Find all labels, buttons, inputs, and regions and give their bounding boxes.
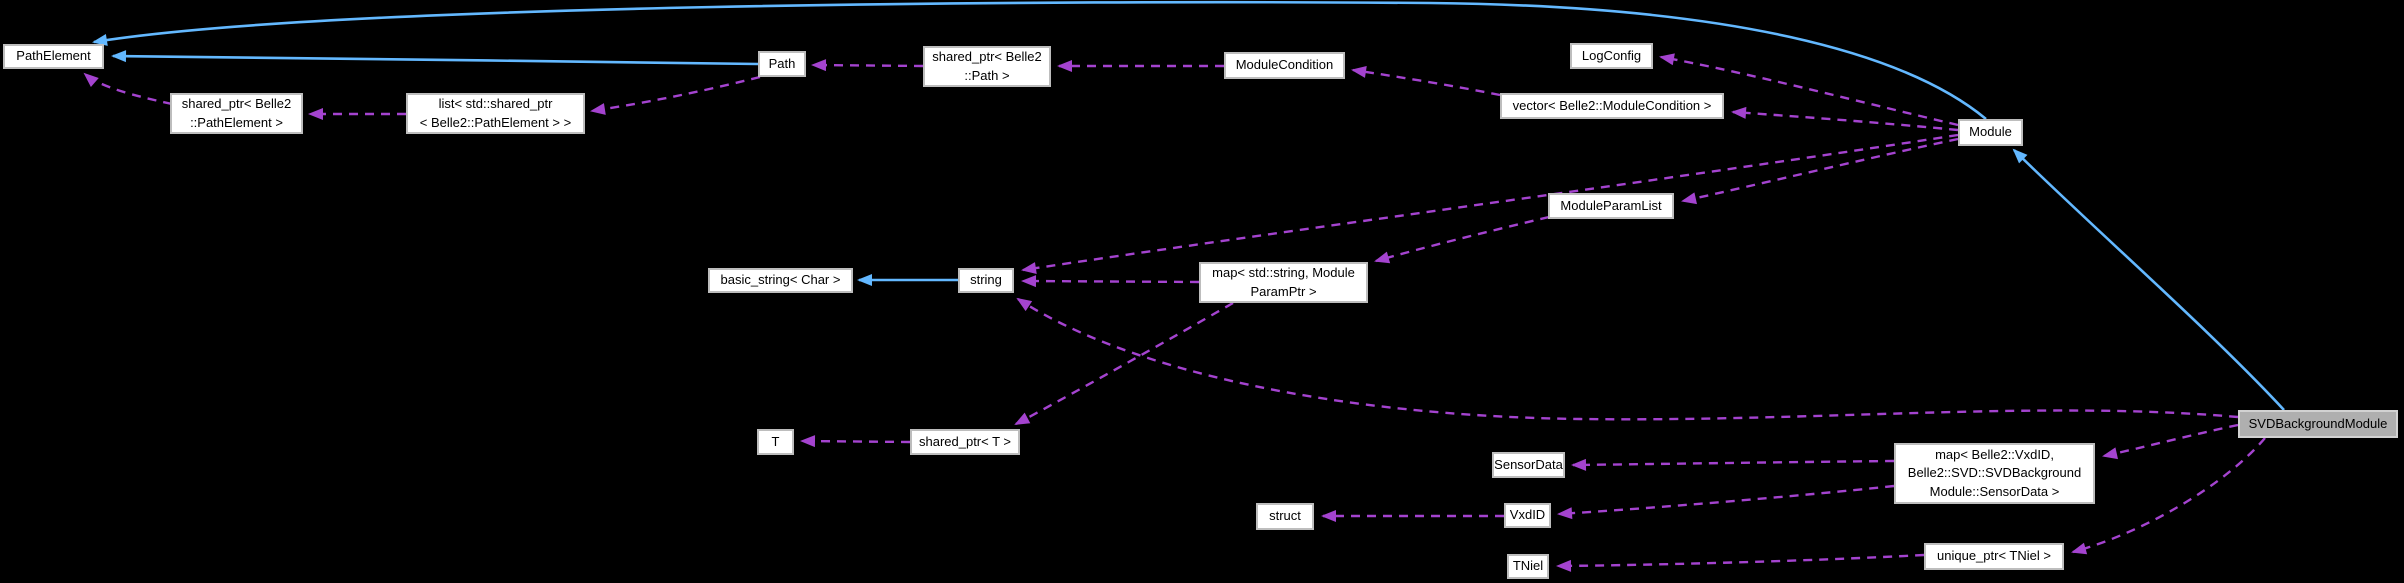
node-path[interactable]: Path xyxy=(758,51,806,77)
edge-uniqueptrtniel-uses-tniel xyxy=(1556,553,1925,572)
edge-map-uses-sharedptrt xyxy=(1014,301,1234,426)
edge-svdbackgroundmodule-uses-mapvxdid xyxy=(2102,423,2239,460)
node-vxdid-label: VxdID xyxy=(1509,507,1546,523)
node-shared-ptr-t[interactable]: shared_ptr< T > xyxy=(910,429,1020,455)
edge-moduleparamlist-uses-map xyxy=(1374,215,1550,264)
node-pathelement[interactable]: PathElement xyxy=(3,44,104,69)
edge-map-uses-string xyxy=(1021,275,1200,288)
node-map-string-moduleparamptr[interactable]: map< std::string, Module ParamPtr > xyxy=(1199,262,1368,303)
node-logconfig[interactable]: LogConfig xyxy=(1570,43,1653,69)
node-vector-modulecondition-label: vector< Belle2::ModuleCondition > xyxy=(1512,97,1712,113)
edge-sharedptrpath-uses-path xyxy=(811,59,924,72)
edge-vector-uses-modulecondition xyxy=(1351,65,1501,97)
edge-path-inherits-pathelement xyxy=(111,50,759,66)
node-sensordata[interactable]: SensorData xyxy=(1492,452,1565,478)
node-modulecondition-label: ModuleCondition xyxy=(1235,57,1334,73)
node-map-string-moduleparamptr-label: map< std::string, Module ParamPtr > xyxy=(1212,265,1355,299)
edge-module-uses-moduleparamlist xyxy=(1681,137,1959,205)
node-unique-ptr-tniel[interactable]: unique_ptr< TNiel > xyxy=(1924,543,2064,570)
edge-module-inherits-pathelement xyxy=(92,0,1987,121)
node-module[interactable]: Module xyxy=(1958,119,2023,146)
node-svdbackgroundmodule-label: SVDBackgroundModule xyxy=(2248,415,2388,431)
node-module-label: Module xyxy=(1969,124,2012,140)
node-tniel[interactable]: TNiel xyxy=(1507,554,1549,579)
node-modulecondition[interactable]: ModuleCondition xyxy=(1224,52,1345,79)
node-path-label: Path xyxy=(768,55,796,71)
node-string[interactable]: string xyxy=(958,268,1014,293)
node-list-shared-ptr-pathelement-label: list< std::shared_ptr < Belle2::PathElem… xyxy=(419,96,572,130)
edge-sharedptrt-uses-t xyxy=(800,435,911,448)
edge-mapvxdid-uses-vxdid xyxy=(1557,484,1895,520)
node-vector-modulecondition[interactable]: vector< Belle2::ModuleCondition > xyxy=(1500,93,1724,119)
node-shared-ptr-path[interactable]: shared_ptr< Belle2 ::Path > xyxy=(923,46,1051,87)
node-list-shared-ptr-pathelement[interactable]: list< std::shared_ptr < Belle2::PathElem… xyxy=(406,93,585,134)
node-t[interactable]: T xyxy=(757,429,794,455)
edge-mapvxdid-uses-sensordata xyxy=(1571,458,1895,471)
node-logconfig-label: LogConfig xyxy=(1581,47,1642,63)
node-shared-ptr-pathelement-label: shared_ptr< Belle2 ::PathElement > xyxy=(181,96,292,130)
node-map-vxdid-sensordata[interactable]: map< Belle2::VxdID, Belle2::SVD::SVDBack… xyxy=(1894,443,2095,504)
node-moduleparamlist-label: ModuleParamList xyxy=(1560,197,1662,213)
edge-module-uses-logconfig xyxy=(1659,53,1959,127)
edge-module-uses-vector xyxy=(1731,106,1959,132)
edge-sharedptrpathelement-uses-pathelement xyxy=(83,72,173,106)
edge-svdbackgroundmodule-uses-string xyxy=(1016,297,2239,421)
node-pathelement-label: PathElement xyxy=(16,48,91,64)
node-map-vxdid-sensordata-label: map< Belle2::VxdID, Belle2::SVD::SVDBack… xyxy=(1907,447,2082,499)
node-basic-string-char-label: basic_string< Char > xyxy=(720,272,841,288)
node-sensordata-label: SensorData xyxy=(1494,456,1563,472)
node-tniel-label: TNiel xyxy=(1512,558,1544,574)
node-struct[interactable]: struct xyxy=(1256,503,1314,530)
edge-svdbackgroundmodule-uses-uniqueptrtniel xyxy=(2071,437,2266,555)
node-struct-label: struct xyxy=(1269,508,1301,524)
node-shared-ptr-path-label: shared_ptr< Belle2 ::Path > xyxy=(932,49,1042,83)
edge-svdbackgroundmodule-inherits-module xyxy=(2012,148,2285,411)
node-t-label: T xyxy=(771,433,780,449)
node-shared-ptr-t-label: shared_ptr< T > xyxy=(918,433,1012,449)
edge-module-uses-string xyxy=(1021,133,1959,275)
node-string-label: string xyxy=(970,272,1002,288)
node-moduleparamlist[interactable]: ModuleParamList xyxy=(1548,193,1674,219)
edge-path-uses-list xyxy=(590,75,761,115)
node-basic-string-char[interactable]: basic_string< Char > xyxy=(708,268,853,293)
node-svdbackgroundmodule[interactable]: SVDBackgroundModule xyxy=(2238,410,2398,438)
node-shared-ptr-pathelement[interactable]: shared_ptr< Belle2 ::PathElement > xyxy=(170,93,303,134)
node-vxdid[interactable]: VxdID xyxy=(1504,503,1551,528)
node-unique-ptr-tniel-label: unique_ptr< TNiel > xyxy=(1937,548,2051,564)
